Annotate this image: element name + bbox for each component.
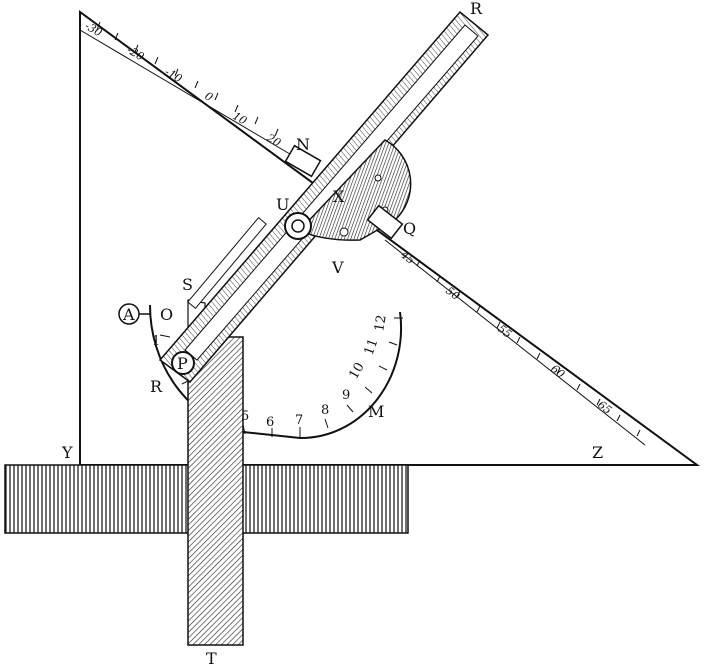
clamp-q <box>366 204 404 240</box>
scale-10: 10 <box>231 109 250 127</box>
arc-9: 9 <box>342 388 350 403</box>
label-q: Q <box>403 219 416 238</box>
arc-10: 10 <box>346 360 367 382</box>
movable-arm <box>158 10 490 384</box>
arc-1: 1 <box>152 334 160 349</box>
scale-0: 0 <box>203 89 216 104</box>
clamp-n <box>284 144 322 178</box>
label-v: V <box>331 258 344 277</box>
arc-12: 12 <box>372 314 390 333</box>
label-r-left: R <box>150 377 163 396</box>
t-square-blade <box>187 336 244 646</box>
arc-11: 11 <box>362 337 382 358</box>
label-x: X <box>333 187 345 206</box>
label-zero: O <box>160 305 173 324</box>
label-u: U <box>276 195 289 214</box>
arc-7: 7 <box>295 413 303 428</box>
pivot-u-inner <box>291 219 305 233</box>
label-z: Z <box>592 443 603 462</box>
label-r-top: R <box>470 0 483 18</box>
label-s: S <box>182 275 193 294</box>
triangle-scale-ticks <box>96 21 279 137</box>
label-m: M <box>368 402 384 421</box>
label-n: N <box>296 135 310 154</box>
set-square-inner-edge <box>79 29 301 161</box>
label-y: Y <box>61 443 73 462</box>
arc-6: 6 <box>266 415 274 430</box>
arc-5: 5 <box>241 409 249 424</box>
arc-scale-outer <box>148 304 403 440</box>
label-p: P <box>177 354 188 373</box>
scale-20: 20 <box>264 131 283 150</box>
arc-8: 8 <box>321 403 329 418</box>
label-a: A <box>122 305 135 324</box>
diagonal-scale-ticks <box>416 259 641 437</box>
diagonal-scale-inner-edge <box>384 239 646 446</box>
pivot-p <box>171 351 195 375</box>
label-t: T <box>206 649 217 667</box>
